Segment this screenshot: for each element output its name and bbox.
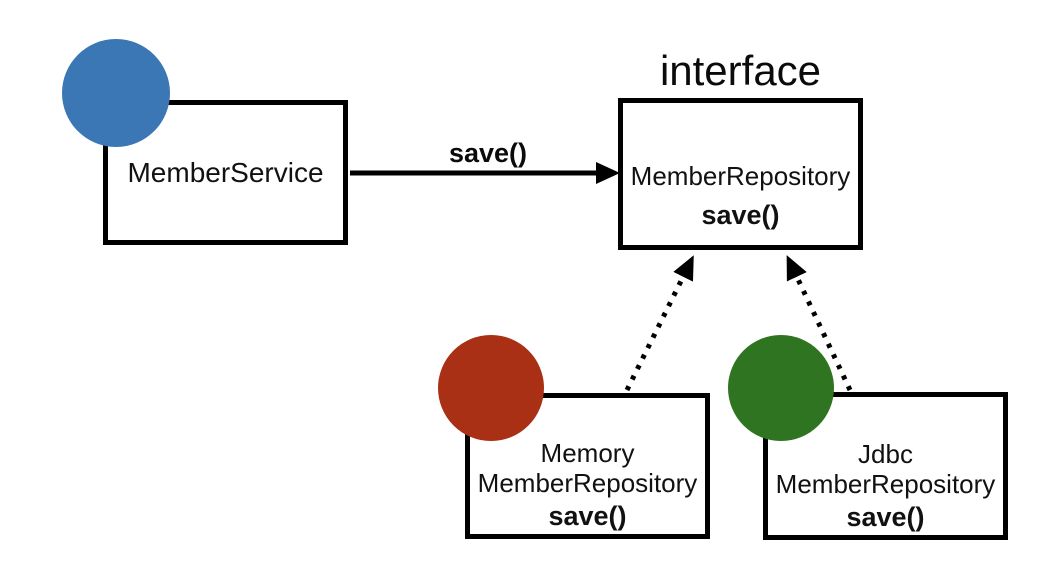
jdbc-member-repository-method: save() <box>846 502 925 532</box>
interface-label: interface <box>659 47 822 94</box>
memory-member-repository-name-line2: MemberRepository <box>477 468 698 498</box>
memory-member-repository-box: Memory MemberRepository save() <box>465 393 710 539</box>
member-repository-box: MemberRepository save() <box>618 98 863 250</box>
member-repository-method: save() <box>701 200 780 230</box>
jdbc-implements-arrow <box>786 255 853 392</box>
member-service-box: MemberService <box>103 100 348 245</box>
jdbc-member-repository-box: Jdbc MemberRepository save() <box>763 392 1008 540</box>
memory-implements-arrow <box>624 255 694 392</box>
jdbc-member-repository-name-line2: MemberRepository <box>775 469 996 499</box>
member-repository-name: MemberRepository <box>630 161 851 191</box>
memory-member-repository-method: save() <box>548 501 627 531</box>
jdbc-member-repository-name-line1: Jdbc <box>858 439 913 469</box>
memory-member-repository-name-line1: Memory <box>540 438 635 468</box>
save-call-label: save() <box>448 138 528 168</box>
member-service-title: MemberService <box>127 156 324 188</box>
